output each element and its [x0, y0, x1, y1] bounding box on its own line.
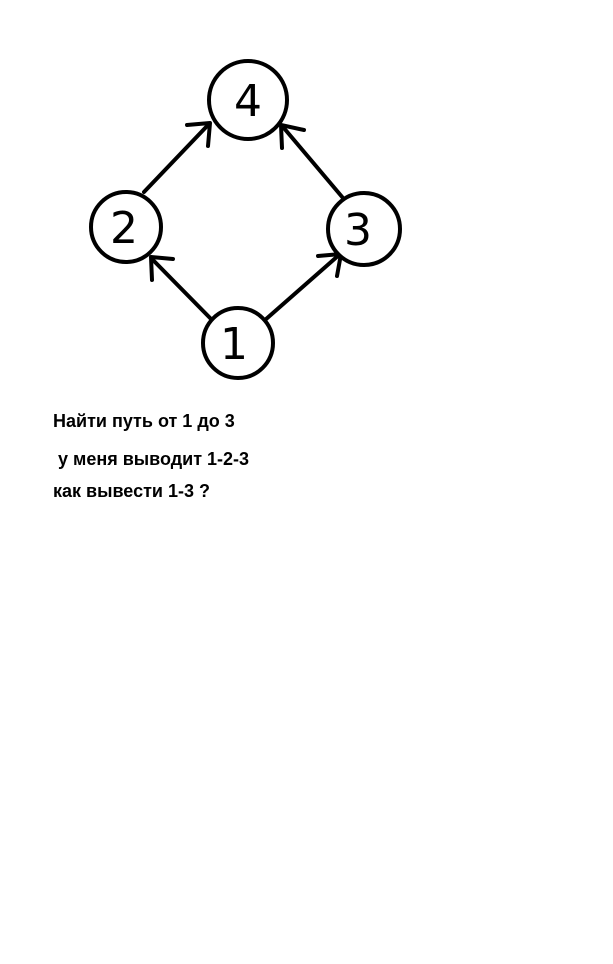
node-4: 4: [207, 59, 289, 141]
node-1-label: 1: [220, 319, 248, 370]
caption-line-3: как вывести 1-3 ?: [53, 481, 210, 501]
edge-1-to-2: [149, 255, 216, 324]
node-3: 3: [326, 191, 402, 267]
node-4-label: 4: [234, 76, 262, 127]
graph-diagram: 4 2 3 1: [89, 59, 402, 380]
caption-line-2: у меня выводит 1-2-3: [53, 449, 250, 469]
node-3-label: 3: [344, 205, 372, 256]
node-1: 1: [201, 306, 275, 380]
node-2: 2: [89, 190, 163, 264]
edge-2-to-4: [142, 121, 212, 194]
node-2-label: 2: [110, 203, 138, 254]
edge-1-to-3: [263, 252, 343, 322]
caption-line-1: Найти путь от 1 до 3: [53, 411, 235, 431]
edge-3-to-4: [279, 123, 345, 200]
